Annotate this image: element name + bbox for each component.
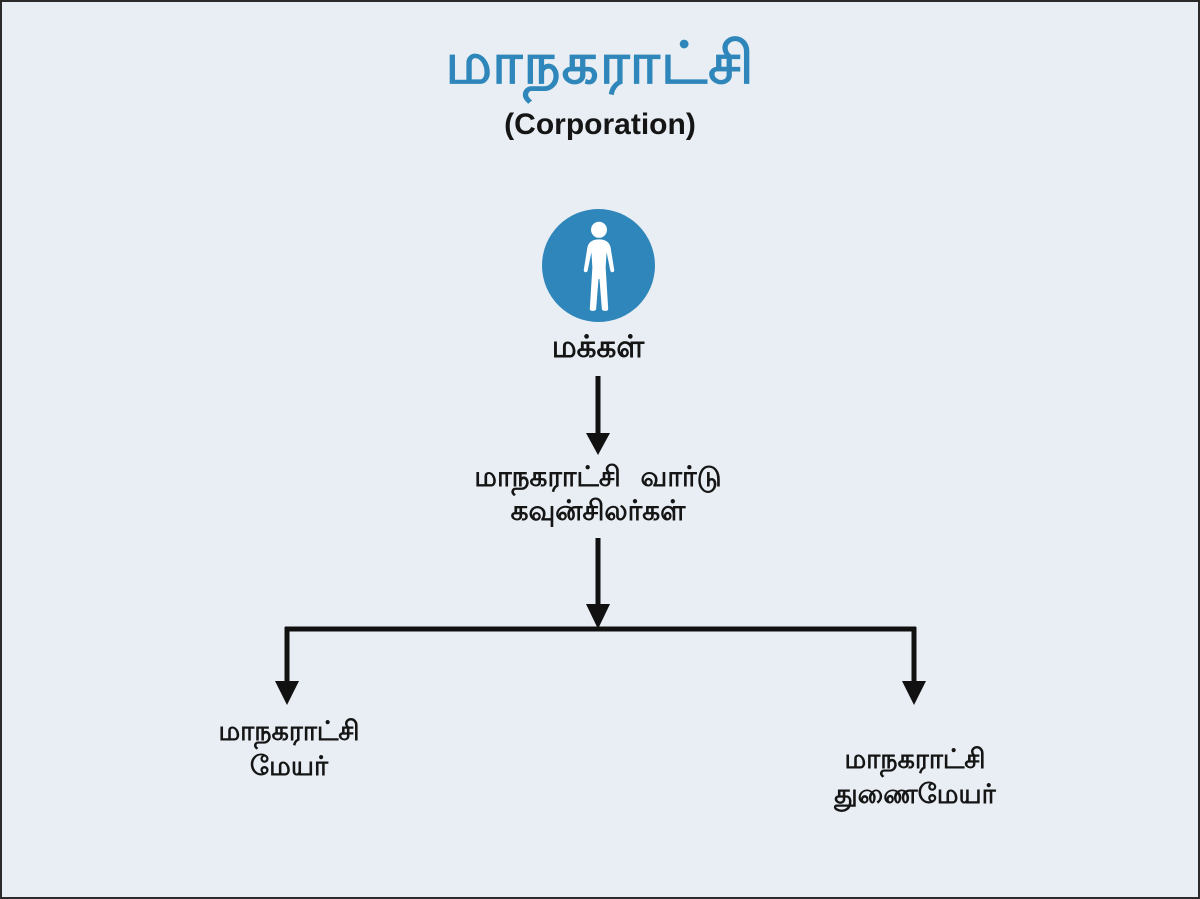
- arrow-councillors-to-branch: [586, 538, 610, 629]
- node-label-people: மக்கள்: [551, 329, 645, 364]
- arrow-people-to-councillors: [586, 376, 610, 455]
- mayor-line1: மாநகராட்சி: [218, 716, 360, 746]
- arrow-branch-to-mayor: [275, 627, 299, 705]
- deputy-mayor-line1: மாநகராட்சி: [844, 744, 986, 774]
- node-label-deputy-mayor: மாநகராட்சி துணைமேயர்: [785, 742, 1045, 812]
- people-node: [542, 209, 655, 322]
- ward-councillors-line1: மாநகராட்சி வார்டு: [474, 461, 722, 492]
- node-label-ward-councillors: மாநகராட்சி வார்டு கவுன்சிலர்கள்: [398, 460, 798, 527]
- ward-councillors-line2: கவுன்சிலர்கள்: [510, 494, 686, 526]
- page-subtitle: (Corporation): [504, 108, 696, 141]
- page-title: மாநகராட்சி: [445, 31, 755, 96]
- mayor-line2: மேயர்: [249, 751, 329, 782]
- deputy-mayor-line2: துணைமேயர்: [834, 779, 996, 810]
- arrow-branch-to-deputy-mayor: [902, 627, 926, 705]
- node-label-mayor: மாநகராட்சி மேயர்: [169, 714, 409, 784]
